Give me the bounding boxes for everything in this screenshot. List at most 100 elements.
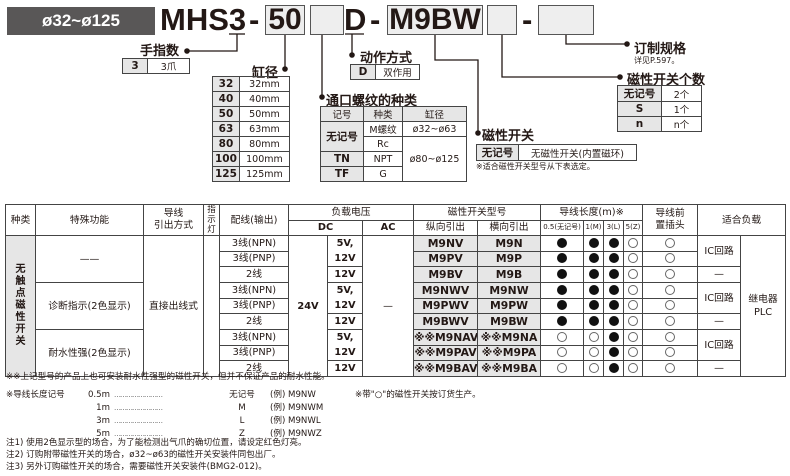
vertical-model: ※※M9PAV — [413, 344, 479, 361]
switch-label: 磁性开关 — [482, 129, 535, 144]
lead-length-cell — [623, 344, 644, 361]
th-load-voltage: 负载电压 — [287, 204, 415, 221]
port-code-none: 无记号 — [320, 121, 364, 152]
lead-length-cell — [603, 250, 625, 267]
connector-cell — [642, 235, 699, 252]
th-len-5: 5(Z) — [623, 219, 644, 236]
line-switch — [434, 35, 479, 133]
horizontal-model: M9BW — [477, 313, 542, 330]
open-circle-icon — [628, 300, 639, 311]
lead-length-cell — [540, 360, 585, 377]
filled-circle-icon — [608, 300, 619, 311]
connector-cell — [642, 250, 699, 267]
switch-count-label: 磁性开关个数 — [627, 73, 706, 88]
bore-desc: 80mm — [238, 136, 291, 152]
load-ic-cell: IC回路 — [697, 282, 742, 314]
th-horizontal: 横向引出 — [477, 219, 542, 236]
action-label: 动作方式 — [360, 51, 413, 66]
lead-length-cell — [603, 344, 625, 361]
horizontal-model: M9N — [477, 235, 542, 252]
connector-cell — [642, 282, 699, 299]
dot-bore — [282, 66, 288, 72]
function-cell: 诊断指示(2色显示) — [35, 282, 144, 330]
dc-voltage-cell: 5V, 12V — [327, 282, 363, 314]
load-ic-cell: — — [697, 313, 742, 330]
port-code-tn: TN — [320, 151, 364, 167]
lead-length-cell — [540, 266, 585, 283]
wiring-cell: 2线 — [219, 360, 289, 377]
open-circle-icon — [628, 331, 639, 342]
switch-code-box: M9BW — [387, 5, 483, 35]
port-label: 通口螺纹的种类 — [326, 94, 418, 109]
lead-length-cell — [603, 329, 625, 346]
wiring-cell: 3线(NPN) — [219, 282, 289, 299]
length-code-row: 1m……………………M(例) M9NWM — [82, 402, 342, 415]
dots-leader: …………………… — [114, 430, 163, 438]
th-len-1: 1(M) — [583, 219, 605, 236]
horizontal-model: M9PW — [477, 297, 542, 314]
dot-fingers — [184, 48, 190, 54]
filled-circle-icon — [588, 316, 599, 326]
length-example: (例) M9NWL — [270, 416, 321, 426]
port-code-tf: TF — [320, 166, 364, 182]
line-fingers — [187, 34, 238, 52]
action-desc: 双作用 — [375, 64, 420, 80]
th-load: 适合负载 — [697, 204, 787, 236]
th-lead-out: 导线 引出方式 — [143, 204, 204, 236]
switch-count-box — [487, 5, 517, 35]
dc-main-cell: 24V — [288, 235, 328, 377]
vertical-model: ※※M9NAV — [413, 329, 479, 346]
port-type-g: G — [363, 166, 403, 182]
lead-length-cell — [583, 282, 605, 299]
lead-length-cell — [603, 360, 625, 377]
open-circle-icon — [588, 347, 599, 358]
switch-table: 无记号无磁性开关(内置磁环) — [476, 144, 637, 161]
th-ac: AC — [361, 219, 415, 236]
open-circle-icon — [665, 269, 676, 279]
lead-length-cell — [583, 313, 605, 330]
dot-switch — [475, 130, 481, 136]
dots-leader: …………………… — [114, 404, 163, 412]
bore-desc: 40mm — [238, 91, 291, 107]
wiring-cell: 3线(PNP) — [219, 344, 289, 361]
vertical-model: M9BV — [413, 266, 479, 283]
open-circle-icon — [665, 347, 676, 358]
th-len-3: 3(L) — [603, 219, 625, 236]
bore-desc: 32mm — [238, 76, 291, 92]
open-circle-icon — [628, 316, 639, 326]
switch-code: 无记号 — [476, 144, 519, 161]
open-circle-icon — [588, 363, 599, 373]
vertical-model: M9NV — [413, 235, 479, 252]
function-cell: —— — [35, 235, 144, 283]
wiring-cell: 3线(PNP) — [219, 250, 289, 267]
open-circle-icon — [665, 253, 676, 264]
length-code: M — [238, 403, 246, 413]
open-circle-icon — [665, 237, 676, 248]
port-type-rc: Rc — [363, 136, 403, 152]
filled-circle-icon — [588, 300, 599, 311]
filled-circle-icon — [557, 237, 568, 248]
lead-length-cell — [623, 282, 644, 299]
bore-code: 50 — [212, 106, 240, 122]
filled-circle-icon — [608, 316, 619, 326]
length-example: (例) M9NW — [270, 390, 316, 400]
th-vertical: 纵向引出 — [413, 219, 479, 236]
filled-circle-icon — [557, 253, 568, 264]
custom-note: 详见P.597。 — [634, 56, 680, 65]
vertical-model: M9NWV — [413, 282, 479, 299]
wiring-cell: 2线 — [219, 266, 289, 283]
bore-desc: 50mm — [238, 106, 291, 122]
kind-cell: 无触点磁性开关 — [5, 235, 36, 377]
th-len-05: 0.5(无记号) — [540, 219, 585, 236]
vertical-model: M9PWV — [413, 297, 479, 314]
vertical-model: M9BWV — [413, 313, 479, 330]
note-1: 注1) 使用2色显示型的场合，为了能检测出气爪的确切位置，请设定红色灯亮。 — [6, 438, 307, 448]
lead-length-cell — [540, 282, 585, 299]
